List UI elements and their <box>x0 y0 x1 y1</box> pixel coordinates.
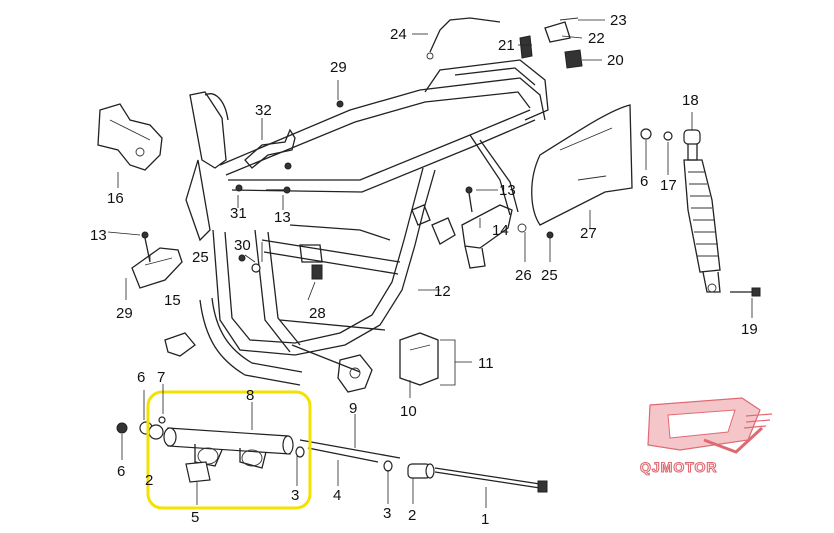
label-2: 2 <box>408 507 416 524</box>
part-32-bracket <box>244 118 296 169</box>
label-7: 7 <box>157 369 165 386</box>
brand-text: QJMOTOR <box>640 459 718 475</box>
label-11: 11 <box>478 355 494 372</box>
part-1-long-bolt <box>434 467 548 493</box>
part-20-block <box>564 49 583 69</box>
label-13-right: 13 <box>499 182 516 199</box>
label-25-right: 25 <box>541 267 558 284</box>
part-8-pivot-tube <box>163 427 294 469</box>
part-14-bracket <box>461 204 527 269</box>
callout-labels: 1 2 3 3 4 5 6 6 6 7 8 9 10 11 12 13 13 1… <box>90 12 758 528</box>
part-24-cable <box>426 17 501 60</box>
highlight-box <box>146 390 312 510</box>
label-32: 32 <box>255 102 272 119</box>
label-10: 10 <box>400 403 417 420</box>
part-21-block <box>519 35 533 59</box>
label-13-left: 13 <box>90 227 107 244</box>
label-27: 27 <box>580 225 597 242</box>
label-5: 5 <box>191 509 199 526</box>
label-2-left: 2 <box>145 472 153 489</box>
label-29-left: 29 <box>116 305 133 322</box>
part-18-shock-absorber <box>683 129 721 293</box>
label-28: 28 <box>309 305 326 322</box>
label-3-right: 3 <box>383 505 391 522</box>
leader-lines <box>107 19 753 508</box>
label-29-top: 29 <box>330 59 347 76</box>
label-6-left: 6 <box>117 463 125 480</box>
label-19: 19 <box>741 321 758 338</box>
part-6-7-nuts <box>116 416 166 440</box>
part-2-bushing <box>407 463 435 479</box>
label-31: 31 <box>230 205 247 222</box>
qjmotor-logo: QJMOTOR <box>639 397 773 476</box>
label-12: 12 <box>434 283 451 300</box>
label-13-top: 13 <box>274 209 291 226</box>
label-24: 24 <box>390 26 407 43</box>
part-16-bracket <box>97 103 163 171</box>
label-15: 15 <box>164 292 181 309</box>
label-6-shock: 6 <box>640 173 648 190</box>
label-6-upper: 6 <box>137 369 145 386</box>
main-frame <box>164 59 549 393</box>
label-9: 9 <box>349 400 357 417</box>
label-20: 20 <box>607 52 624 69</box>
label-22: 22 <box>588 30 605 47</box>
part-9-shaft <box>299 439 401 459</box>
label-25-left: 25 <box>192 249 209 266</box>
label-17: 17 <box>660 177 677 194</box>
part-15-bracket <box>131 247 183 289</box>
part-5-block <box>185 461 211 483</box>
label-8: 8 <box>246 387 254 404</box>
label-18: 18 <box>682 92 699 109</box>
part-4-shaft <box>307 447 379 463</box>
label-14: 14 <box>492 222 509 239</box>
part-27-mudguard <box>531 104 633 226</box>
label-26: 26 <box>515 267 532 284</box>
label-30: 30 <box>234 237 251 254</box>
label-23: 23 <box>610 12 627 29</box>
label-16: 16 <box>107 190 124 207</box>
part-19-bolt <box>730 287 761 297</box>
small-hardware <box>141 100 673 280</box>
part-3-washer <box>295 446 393 472</box>
label-3-left: 3 <box>291 487 299 504</box>
label-4: 4 <box>333 487 341 504</box>
label-21: 21 <box>498 37 515 54</box>
part-11-bracket <box>399 332 472 386</box>
label-1: 1 <box>481 511 489 528</box>
part-22-23-clip <box>544 17 579 43</box>
